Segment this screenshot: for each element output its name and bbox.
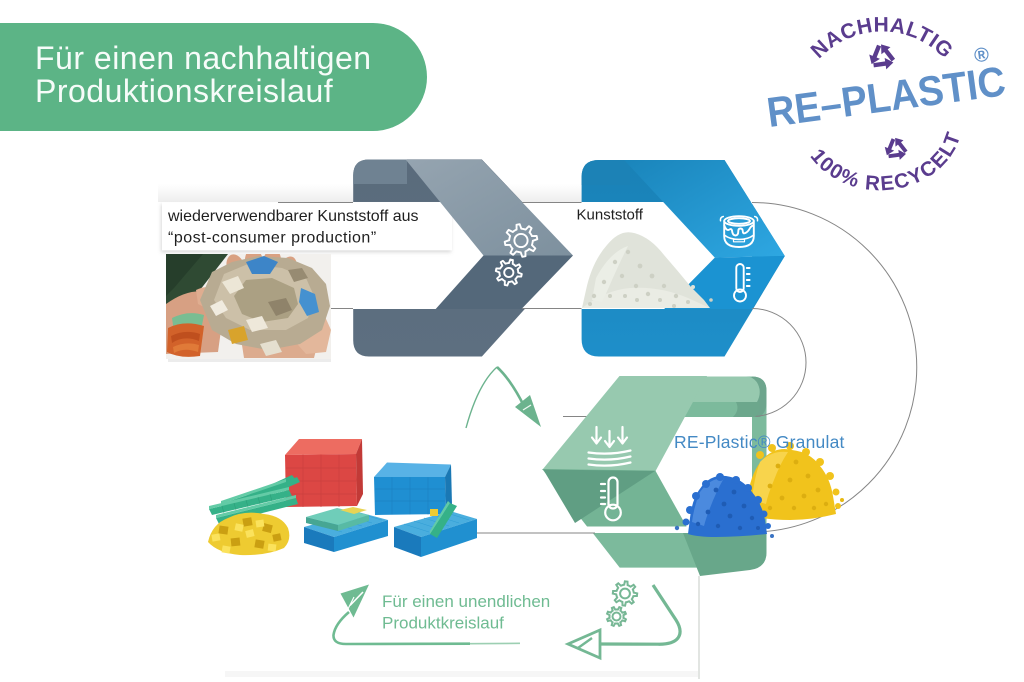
svg-text:Für einen unendlichen: Für einen unendlichen bbox=[382, 592, 550, 611]
svg-text:“post-consumer production”: “post-consumer production” bbox=[168, 230, 377, 247]
svg-text:Für einen nachhaltigen: Für einen nachhaltigen bbox=[35, 40, 372, 76]
svg-text:RE–PLASTIC: RE–PLASTIC bbox=[764, 57, 1008, 136]
svg-text:Kunststoff: Kunststoff bbox=[577, 207, 644, 224]
svg-text:wiederverwendbarer Kunststoff: wiederverwendbarer Kunststoff aus bbox=[167, 208, 419, 225]
svg-text:NACHHALTIG: NACHHALTIG bbox=[807, 14, 958, 63]
svg-text:Produktkreislauf: Produktkreislauf bbox=[382, 614, 504, 633]
svg-text:®: ® bbox=[973, 44, 991, 68]
svg-text:Produktionskreislauf: Produktionskreislauf bbox=[35, 73, 333, 109]
svg-text:100% RECYCELT: 100% RECYCELT bbox=[806, 128, 966, 195]
svg-text:RE-Plastic® Granulat: RE-Plastic® Granulat bbox=[674, 432, 845, 452]
